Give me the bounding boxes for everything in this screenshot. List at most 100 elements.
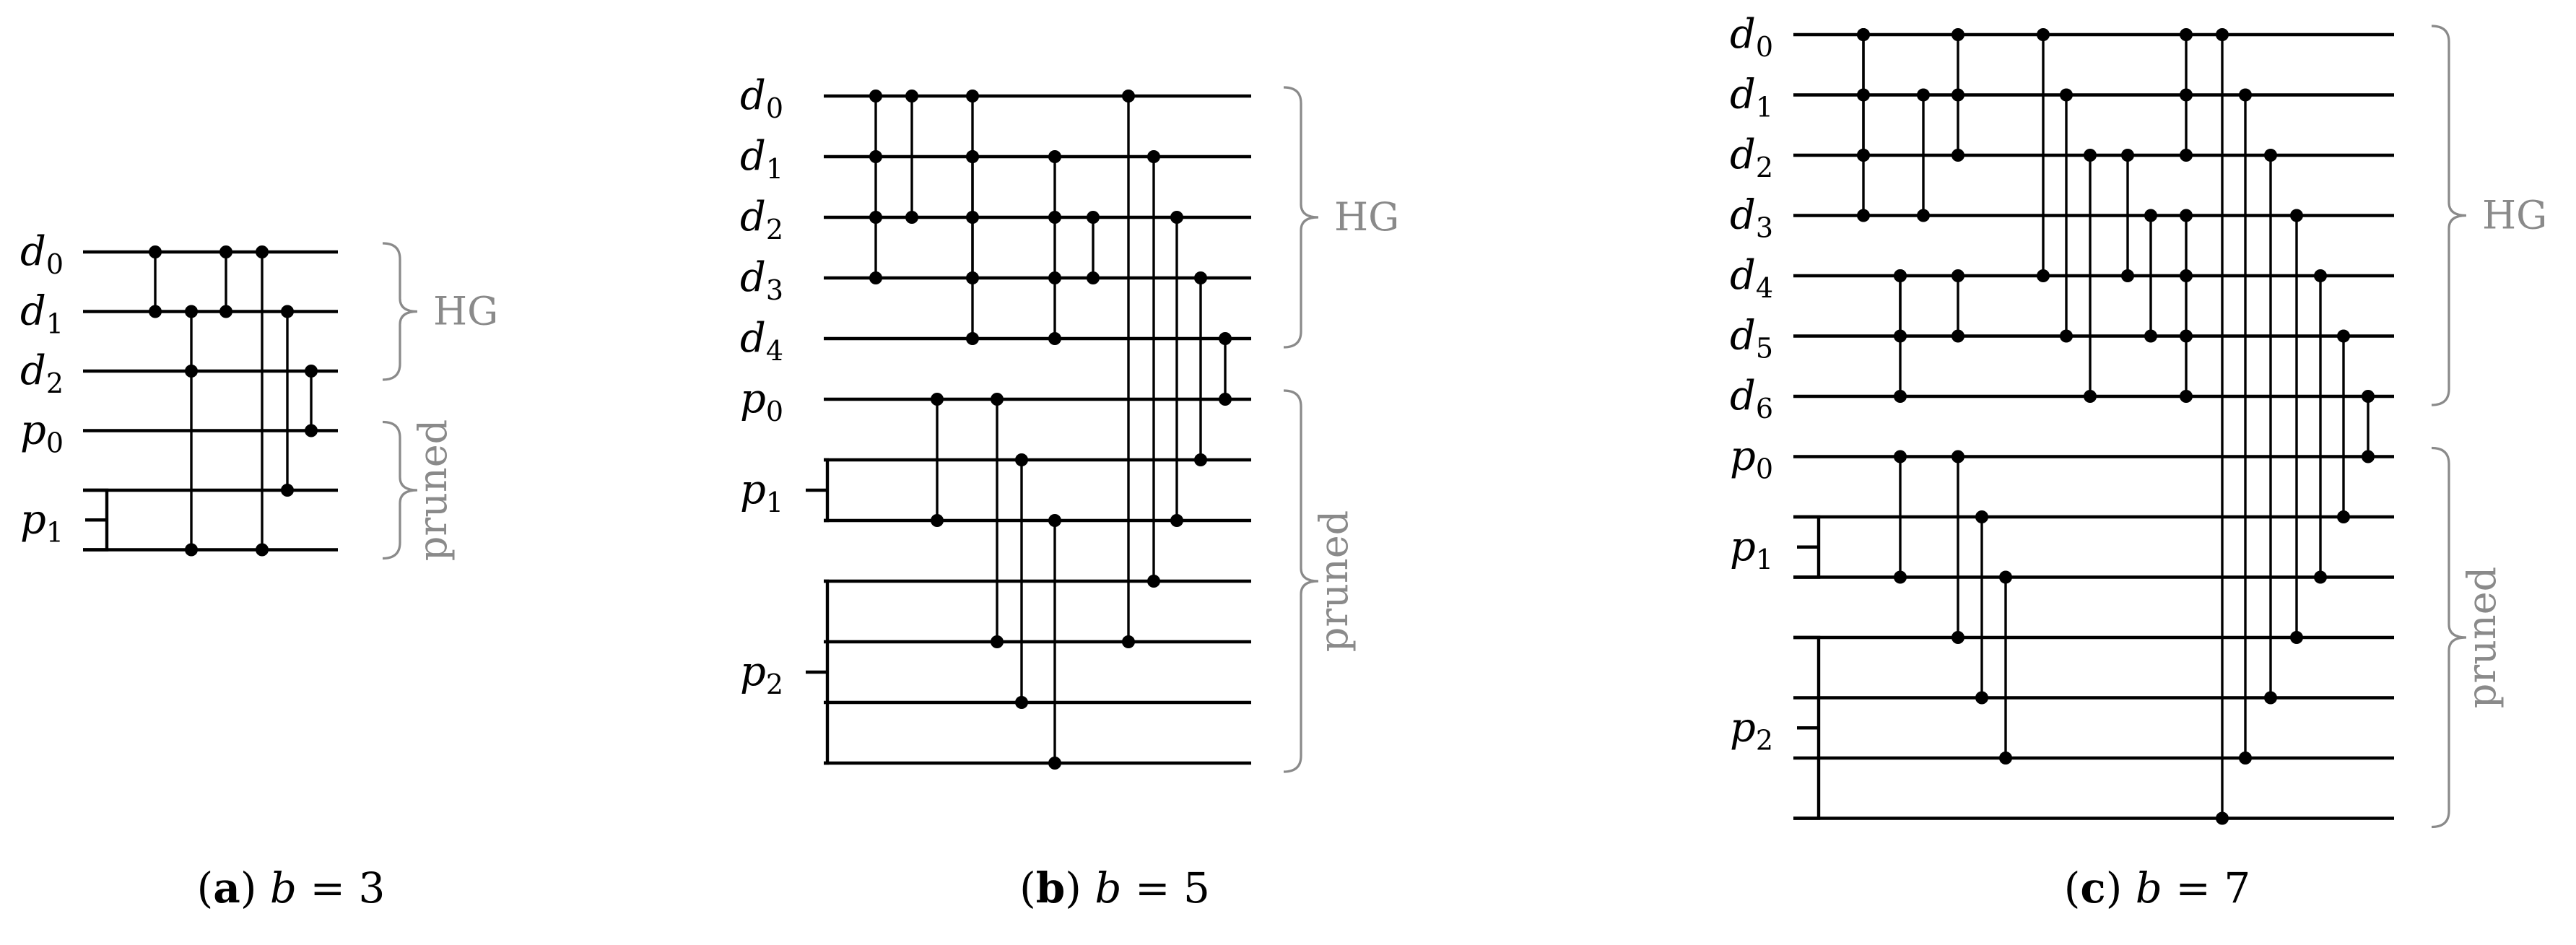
comparator-gate xyxy=(2084,149,2097,403)
control-dot xyxy=(2290,209,2303,222)
control-dot xyxy=(2144,329,2157,343)
control-dot xyxy=(1219,393,1232,406)
control-dot xyxy=(2060,88,2073,102)
wire-label-d2: d2 xyxy=(1730,131,1773,183)
control-dot xyxy=(2180,88,2193,102)
comparator-gate xyxy=(1917,88,1930,222)
pruned-brace xyxy=(1283,389,1319,773)
comparator-gate xyxy=(2264,149,2277,705)
control-dot xyxy=(1048,211,1061,224)
comparator-gate xyxy=(1219,332,1232,406)
control-dot xyxy=(1894,570,1907,584)
control-dot xyxy=(991,635,1004,648)
comparator-gate xyxy=(1857,28,1870,162)
comparator-gate xyxy=(305,365,318,437)
comparator-gate xyxy=(2121,149,2134,282)
control-dot xyxy=(1048,150,1061,163)
control-dot xyxy=(2264,691,2277,705)
control-dot xyxy=(869,90,882,103)
control-dot xyxy=(2290,631,2303,644)
wire-label-d3: d3 xyxy=(740,254,783,306)
wire-label-d4: d4 xyxy=(740,315,783,367)
control-dot xyxy=(1999,570,2012,584)
comparator-gate xyxy=(2216,28,2229,825)
control-dot xyxy=(2121,149,2134,162)
wire-label-d4: d4 xyxy=(1730,252,1773,304)
hg-label: HG xyxy=(1334,194,1399,240)
comparator-gate xyxy=(219,245,232,318)
wire-label-p0: p0 xyxy=(1730,433,1773,485)
control-dot xyxy=(1048,757,1061,770)
comparator-gate xyxy=(1170,211,1183,527)
control-dot xyxy=(2337,510,2350,523)
control-dot xyxy=(149,245,162,258)
comparator-gate xyxy=(1975,510,1988,705)
control-dot xyxy=(1147,150,1160,163)
hg-brace xyxy=(1283,86,1319,349)
control-dot xyxy=(966,90,979,103)
control-dot xyxy=(1857,28,1870,41)
control-dot xyxy=(1087,211,1100,224)
control-dot xyxy=(2037,28,2050,41)
wire-label-d1: d1 xyxy=(1730,71,1773,123)
control-dot xyxy=(2180,209,2193,222)
control-dot xyxy=(1219,332,1232,345)
control-dot xyxy=(1951,329,1964,343)
comparator-gate xyxy=(1087,211,1100,284)
comparator-gate xyxy=(2180,209,2193,403)
pruned-label: pruned xyxy=(1311,510,1357,652)
comparator-gate xyxy=(991,393,1004,648)
control-dot xyxy=(1048,514,1061,527)
control-dot xyxy=(2084,149,2097,162)
register-label-p2: p2 xyxy=(1730,704,1773,756)
control-dot xyxy=(1975,510,1988,523)
comparator-gate xyxy=(1951,269,1964,343)
control-dot xyxy=(2144,209,2157,222)
hg-label: HG xyxy=(2482,193,2547,238)
caption-c: (c) b = 7 xyxy=(2064,863,2251,913)
control-dot xyxy=(1087,271,1100,284)
control-dot xyxy=(256,543,269,557)
control-dot xyxy=(2180,329,2193,343)
wire-label-d0: d0 xyxy=(1730,11,1773,63)
control-dot xyxy=(2239,752,2252,765)
comparator-gate xyxy=(256,245,269,557)
control-dot xyxy=(966,211,979,224)
control-dot xyxy=(256,245,269,258)
comparator-gate xyxy=(1147,150,1160,588)
comparator-gate xyxy=(2239,88,2252,765)
comparator-gate xyxy=(869,90,882,284)
control-dot xyxy=(1048,332,1061,345)
wire-label-d1: d1 xyxy=(740,133,783,185)
control-dot xyxy=(1894,269,1907,282)
control-dot xyxy=(2239,88,2252,102)
control-dot xyxy=(305,424,318,437)
register-label-p1: p1 xyxy=(740,466,783,518)
control-dot xyxy=(1194,271,1207,284)
control-dot xyxy=(2084,390,2097,403)
control-dot xyxy=(966,271,979,284)
pruned-label: pruned xyxy=(410,419,456,561)
control-dot xyxy=(2121,269,2134,282)
control-dot xyxy=(185,543,198,557)
control-dot xyxy=(1951,631,1964,644)
control-dot xyxy=(966,150,979,163)
pruned-brace xyxy=(2431,446,2467,829)
register-label-p1: p1 xyxy=(1730,523,1773,575)
comparator-gate xyxy=(2362,390,2375,463)
control-dot xyxy=(931,393,944,406)
control-dot xyxy=(931,514,944,527)
control-dot xyxy=(2314,570,2327,584)
control-dot xyxy=(2337,329,2350,343)
control-dot xyxy=(2180,149,2193,162)
comparator-gate xyxy=(1048,150,1061,345)
wire-label-p0: p0 xyxy=(20,407,64,459)
pruned-label: pruned xyxy=(2459,567,2505,708)
control-dot xyxy=(1170,211,1183,224)
control-dot xyxy=(185,305,198,318)
control-dot xyxy=(281,484,294,497)
control-dot xyxy=(1917,88,1930,102)
control-dot xyxy=(2264,149,2277,162)
